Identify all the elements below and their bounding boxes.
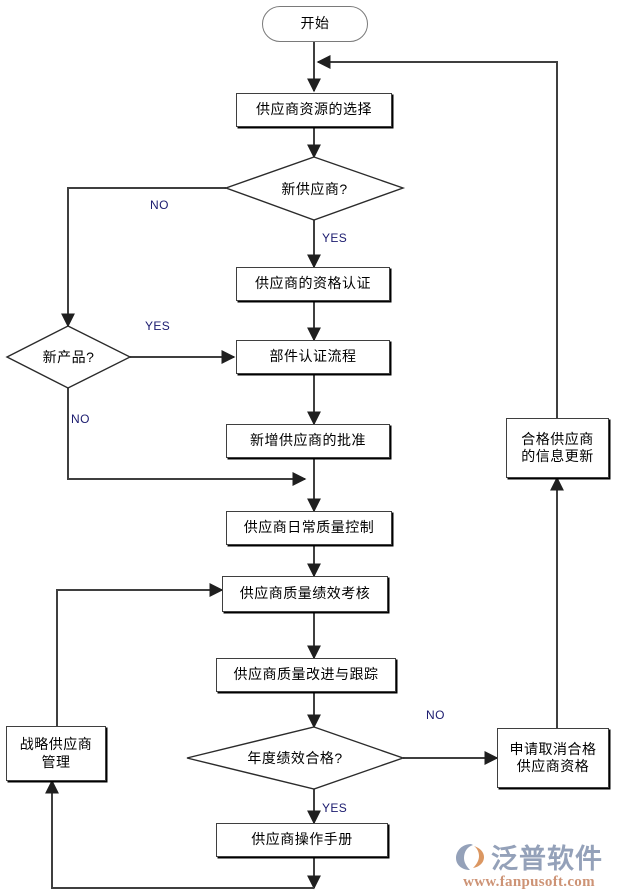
edge-label-d3-yes: YES: [322, 801, 348, 815]
edge-label-d1-no: NO: [150, 198, 169, 212]
decision-new-supplier: [223, 156, 406, 221]
node-qualified-supplier-info-update-line2: 的信息更新: [521, 448, 594, 464]
edge-label-d2-yes: YES: [145, 319, 171, 333]
node-strategic-supplier-management-line1: 战略供应商: [19, 736, 93, 752]
node-daily-quality-control-label: 供应商日常质量控制: [243, 519, 375, 536]
node-supplier-resource-selection-label: 供应商资源的选择: [256, 101, 372, 118]
node-new-supplier-approval[interactable]: 新增供应商的批准: [226, 424, 390, 458]
decision-new-product: [5, 325, 132, 389]
node-new-supplier-approval-label: 新增供应商的批准: [250, 432, 366, 449]
node-supplier-operation-manual[interactable]: 供应商操作手册: [216, 823, 388, 857]
node-request-cancel-qualification-line1: 申请取消合格: [509, 740, 597, 757]
node-start[interactable]: 开始: [262, 6, 368, 42]
node-component-certification[interactable]: 部件认证流程: [236, 340, 390, 374]
node-quality-improvement-tracking-label: 供应商质量改进与跟踪: [233, 666, 379, 683]
edge-strategy-to-n6: [56, 583, 224, 726]
node-strategic-supplier-management-line2: 管理: [41, 753, 71, 770]
edge-label-d1-yes: YES: [322, 231, 348, 245]
decision-annual-pass: [186, 726, 406, 790]
node-qualified-supplier-info-update-line1: 合格供应商: [521, 430, 594, 447]
node-request-cancel-qualification[interactable]: 申请取消合格 供应商资格: [497, 728, 609, 788]
node-supplier-resource-selection[interactable]: 供应商资源的选择: [236, 93, 392, 127]
edge-bottom-bus-to-strategy: [45, 779, 314, 889]
edge-d2-no-to-spine: [67, 388, 307, 486]
node-quality-performance-review[interactable]: 供应商质量绩效考核: [222, 576, 388, 612]
node-supplier-operation-manual-label: 供应商操作手册: [251, 831, 353, 848]
node-component-certification-label: 部件认证流程: [269, 348, 357, 365]
node-strategic-supplier-management[interactable]: 战略供应商 管理: [6, 726, 106, 781]
node-request-cancel-qualification-line2: 供应商资格: [516, 758, 590, 774]
edge-label-d2-no: NO: [71, 412, 90, 426]
edge-d1-no-to-d2: [61, 187, 226, 328]
node-quality-performance-review-label: 供应商质量绩效考核: [239, 585, 371, 602]
edge-label-d3-no: NO: [426, 708, 445, 722]
edge-update-to-top-return: [316, 55, 558, 418]
node-supplier-qualification[interactable]: 供应商的资格认证: [236, 267, 390, 301]
node-quality-improvement-tracking[interactable]: 供应商质量改进与跟踪: [216, 658, 396, 692]
node-daily-quality-control[interactable]: 供应商日常质量控制: [226, 511, 392, 545]
node-start-label: 开始: [300, 15, 330, 32]
node-supplier-qualification-label: 供应商的资格认证: [255, 275, 371, 292]
node-qualified-supplier-info-update[interactable]: 合格供应商 的信息更新: [506, 418, 609, 478]
